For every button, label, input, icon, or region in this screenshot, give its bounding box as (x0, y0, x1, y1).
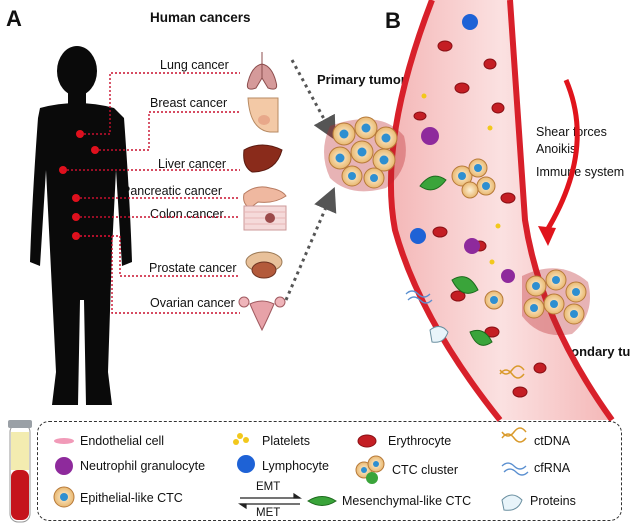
vessel-protein (429, 326, 449, 343)
legend-lymphocyte-icon (237, 455, 255, 473)
legend-neutrophil-label: Neutrophil granulocyte (80, 459, 206, 473)
legend-cfrna-label: cfRNA (534, 461, 571, 475)
anoikis-label: Anoikis (536, 142, 577, 156)
lung-icon (246, 52, 278, 90)
legend-endothelial-icon (54, 438, 74, 444)
cancer-label-lung: Lung cancer (160, 58, 229, 72)
legend-lymphocyte-label: Lymphocyte (262, 459, 329, 473)
cancer-label-prostate: Prostate cancer (149, 261, 237, 275)
colon-icon (243, 205, 287, 231)
legend-ctc-cluster-icon (355, 455, 385, 484)
vessel-neutrophils (421, 127, 515, 283)
vessel-ctc-cluster (451, 158, 496, 199)
legend-neutrophil-icon (55, 457, 73, 475)
legend-ctdna-icon (501, 427, 527, 443)
cancer-label-liver: Liver cancer (158, 157, 227, 171)
shear-forces-label: Shear forces (536, 125, 607, 139)
legend-erythrocyte-label: Erythrocyte (388, 434, 452, 448)
flow-arrow-curve (543, 79, 580, 234)
legend-mesenchymal-icon (307, 496, 337, 506)
legend-cfrna-icon (501, 462, 529, 476)
legend-box (37, 421, 622, 521)
primary-tumor-label: Primary tumor (317, 72, 406, 87)
arrow-to-primary-bottom (284, 186, 337, 301)
legend-erythrocyte-icon (357, 434, 377, 448)
cancer-label-ovarian: Ovarian cancer (150, 296, 235, 310)
legend-met-label: MET (256, 507, 281, 519)
legend-emt-label: EMT (256, 481, 281, 493)
emt-met-arrows (238, 492, 302, 510)
blood-vessel (387, 0, 615, 422)
secondary-tumor (522, 268, 590, 336)
prostate-icon (245, 251, 283, 279)
legend-ctdna-label: ctDNA (534, 434, 571, 448)
vessel-mesenchymal-ctcs (419, 175, 493, 346)
ovary-icon (238, 296, 286, 332)
breast-icon (247, 97, 279, 133)
legend-endothelial-label: Endothelial cell (80, 434, 165, 448)
pancreas-icon (243, 186, 287, 209)
cancer-label-breast: Breast cancer (150, 96, 228, 110)
vessel-erythrocytes (413, 40, 547, 398)
arrow-to-primary-top (290, 59, 336, 141)
liver-icon (243, 144, 283, 173)
legend-ctc-cluster-label: CTC cluster (392, 463, 458, 477)
legend-mesenchymal-label: Mesenchymal-like CTC (342, 494, 472, 508)
cancer-label-pancreatic: Pancreatic cancer (122, 184, 223, 198)
legend-platelets-label: Platelets (262, 434, 310, 448)
vessel-ctdna (499, 365, 525, 379)
panel-b-letter: B (385, 8, 401, 33)
legend-proteins-icon (501, 494, 523, 511)
blood-tube-icon (8, 420, 32, 523)
panel-a-letter: A (6, 6, 22, 31)
vessel-platelets (421, 93, 501, 265)
human-silhouette (30, 46, 132, 405)
vessel-epithelial-ctc (484, 290, 504, 310)
vessel-lymphocytes (410, 14, 478, 244)
immune-system-label: Immune system (536, 165, 625, 179)
legend-epithelial-ctc-label: Epithelial-like CTC (80, 491, 183, 505)
panel-a-title: Human cancers (150, 10, 251, 25)
connector-lines (63, 72, 240, 314)
legend-platelets-icon (233, 433, 249, 445)
vessel-cfrna (405, 290, 433, 304)
primary-tumor (324, 116, 406, 192)
legend-epithelial-ctc-icon (53, 486, 75, 508)
legend-proteins-label: Proteins (530, 494, 576, 508)
flow-arrow-head (538, 226, 556, 246)
